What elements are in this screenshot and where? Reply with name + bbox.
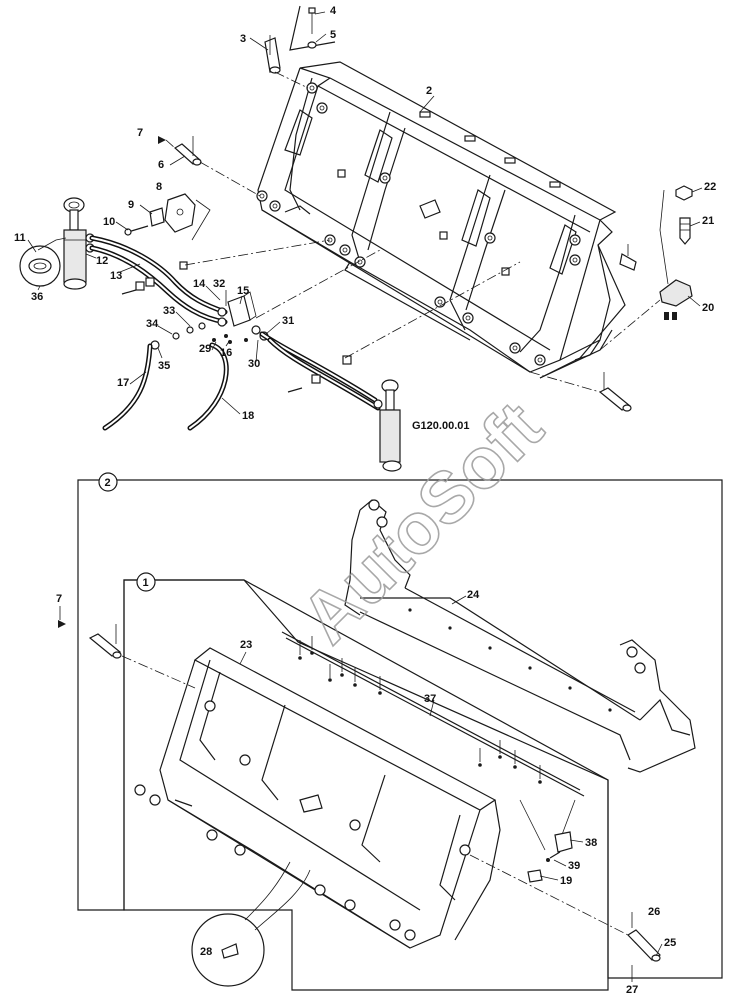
label-24: 24 bbox=[467, 589, 480, 601]
label-7b: 7 bbox=[56, 593, 62, 605]
label-39: 39 bbox=[568, 860, 580, 872]
callout-box-2: 2 bbox=[98, 472, 118, 492]
ring-detail bbox=[19, 237, 67, 287]
right-hardware bbox=[599, 185, 693, 351]
label-17: 17 bbox=[117, 377, 129, 389]
figure-code: G120.00.01 bbox=[412, 420, 470, 432]
label-30: 30 bbox=[248, 358, 260, 370]
label-10: 10 bbox=[103, 216, 115, 228]
label-37: 37 bbox=[424, 693, 436, 705]
valve-block bbox=[150, 249, 381, 350]
callout-box-1-text: 1 bbox=[143, 577, 149, 589]
label-29: 29 bbox=[199, 343, 211, 355]
label-31: 31 bbox=[282, 315, 294, 327]
pin-box-right bbox=[469, 854, 661, 982]
label-2: 2 bbox=[426, 85, 432, 97]
label-33: 33 bbox=[163, 305, 175, 317]
label-32: 32 bbox=[213, 278, 225, 290]
label-5: 5 bbox=[330, 29, 336, 41]
label-11: 11 bbox=[14, 232, 26, 244]
bucket-23 bbox=[134, 647, 501, 949]
label-20: 20 bbox=[702, 302, 714, 314]
bucket-24 bbox=[344, 499, 696, 773]
label-22: 22 bbox=[704, 181, 716, 193]
label-38: 38 bbox=[585, 837, 597, 849]
top-pin-assembly bbox=[264, 5, 336, 89]
callout-box-2-text: 2 bbox=[105, 477, 111, 489]
label-21: 21 bbox=[702, 215, 714, 227]
label-15: 15 bbox=[237, 285, 249, 297]
frame-box-2 bbox=[77, 479, 723, 979]
label-12: 12 bbox=[96, 255, 108, 267]
label-13: 13 bbox=[110, 270, 122, 282]
label-3: 3 bbox=[240, 33, 246, 45]
label-23: 23 bbox=[240, 639, 252, 651]
hoses-upper bbox=[89, 235, 228, 325]
label-8: 8 bbox=[156, 181, 162, 193]
bracket-assembly bbox=[124, 193, 331, 270]
pin-box-left bbox=[58, 620, 196, 689]
label-25: 25 bbox=[664, 937, 676, 949]
left-pin-assembly bbox=[158, 136, 261, 197]
cutting-edge-bolts bbox=[281, 631, 585, 851]
label-6: 6 bbox=[158, 159, 164, 171]
cylinder-right bbox=[259, 261, 521, 472]
leader-lines bbox=[27, 11, 703, 957]
label-9: 9 bbox=[128, 199, 134, 211]
part-labels: 2 3 4 5 6 7 8 9 10 11 12 13 14 15 16 17 … bbox=[14, 5, 716, 996]
label-7: 7 bbox=[137, 127, 143, 139]
label-14: 14 bbox=[193, 278, 206, 290]
frame-box-1 bbox=[123, 579, 609, 991]
label-26: 26 bbox=[648, 906, 660, 918]
label-19: 19 bbox=[560, 875, 572, 887]
label-34: 34 bbox=[146, 318, 159, 330]
bucket-main bbox=[256, 61, 626, 379]
label-35: 35 bbox=[158, 360, 170, 372]
label-4: 4 bbox=[330, 5, 337, 17]
tooth-hardware bbox=[527, 831, 573, 883]
callout-box-1: 1 bbox=[136, 572, 156, 592]
detail-circle-28 bbox=[191, 861, 311, 987]
label-27: 27 bbox=[626, 984, 638, 996]
hoses-lower bbox=[102, 342, 229, 431]
label-28: 28 bbox=[200, 946, 212, 958]
label-18: 18 bbox=[242, 410, 254, 422]
label-36: 36 bbox=[31, 291, 43, 303]
pin-right-top bbox=[529, 371, 632, 412]
label-16: 16 bbox=[220, 347, 232, 359]
cylinder-left bbox=[63, 197, 95, 290]
